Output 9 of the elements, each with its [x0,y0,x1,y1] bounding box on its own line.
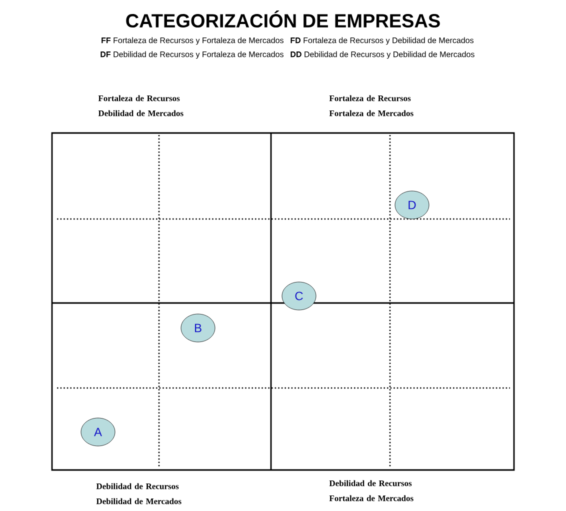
legend-text: FD Fortaleza de Recursos y Debilidad de Mercados [290,37,474,45]
legend-text: DD Debilidad de Recursos y Debilidad de Mercados [290,51,474,59]
quadrant-label: Debilidad de Recursos Debilidad de Mercados [96,483,182,504]
quadrant-label: Fortaleza de Recursos Fortaleza de Mercados [329,95,414,116]
quadrant-label: Debilidad de Recursos Fortaleza de Mercados [329,480,414,502]
legend-text: FF Fortaleza de Recursos y Fortaleza de Mercados [102,37,284,45]
title: CATEGORIZACIÓN DE EMPRESAS [126,10,440,28]
legend-text: DF Debilidad de Recursos y Fortaleza de Mercados [100,51,284,59]
quadrant-label: Fortaleza de Recursos Debilidad de Mercados [98,95,184,116]
